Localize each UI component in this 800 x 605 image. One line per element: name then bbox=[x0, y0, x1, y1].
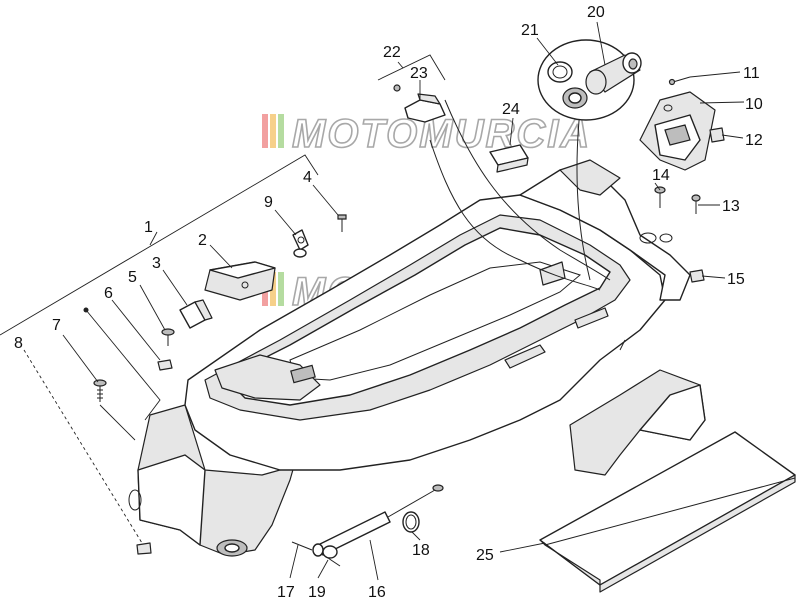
callout-11: 11 bbox=[743, 65, 760, 82]
part-12-clip bbox=[709, 127, 725, 143]
callout-25: 25 bbox=[476, 547, 494, 564]
part-2-bracket bbox=[204, 261, 276, 301]
wire-harness bbox=[429, 139, 601, 291]
wire-harness-3 bbox=[576, 109, 591, 281]
callout-16: 16 bbox=[368, 584, 386, 600]
callout-5: 5 bbox=[128, 269, 137, 286]
callout-10: 10 bbox=[745, 96, 763, 113]
callout-6: 6 bbox=[104, 285, 113, 302]
callout-7: 7 bbox=[52, 317, 61, 334]
part-18-ring bbox=[402, 511, 420, 533]
part-4-screw bbox=[337, 214, 347, 232]
part-24-clip bbox=[489, 144, 529, 173]
part-8-clip bbox=[136, 542, 152, 555]
callout-13: 13 bbox=[722, 198, 740, 215]
callout-9: 9 bbox=[264, 194, 273, 211]
watermark-text: MOTOMURCIA bbox=[292, 112, 591, 156]
callout-4: 4 bbox=[303, 169, 312, 186]
part-17-pin bbox=[291, 541, 313, 551]
part-7-screw bbox=[93, 379, 107, 402]
part-14-screw bbox=[654, 186, 666, 208]
part-20-21-power-socket bbox=[537, 39, 642, 121]
part-15-clip bbox=[689, 269, 705, 283]
part-16-gas-strut bbox=[312, 484, 444, 557]
helmet-compartment bbox=[128, 159, 706, 557]
part-6-clip bbox=[157, 359, 173, 371]
part-10-cover bbox=[639, 91, 716, 171]
callout-17: 17 bbox=[277, 584, 295, 600]
callout-21: 21 bbox=[521, 22, 539, 39]
callout-12: 12 bbox=[745, 132, 763, 149]
callout-8: 8 bbox=[14, 335, 23, 352]
part-22-23-connector bbox=[393, 84, 446, 123]
callout-2: 2 bbox=[198, 232, 207, 249]
callout-3: 3 bbox=[152, 255, 161, 272]
part-25-mat bbox=[539, 431, 796, 593]
watermark-top: MOTOMURCIA bbox=[262, 111, 591, 157]
callout-18: 18 bbox=[412, 542, 430, 559]
callout-23: 23 bbox=[410, 65, 428, 82]
part-3-pad bbox=[179, 299, 213, 329]
part-19-clip bbox=[322, 545, 341, 567]
callout-20: 20 bbox=[587, 4, 605, 21]
callout-22: 22 bbox=[383, 44, 401, 61]
part-11-screw bbox=[668, 76, 691, 86]
callout-1: 1 bbox=[144, 219, 153, 236]
part-5-screw bbox=[161, 328, 175, 346]
callout-15: 15 bbox=[727, 271, 745, 288]
leader-lines bbox=[0, 21, 745, 581]
callout-14: 14 bbox=[652, 167, 670, 184]
wire-harness-2 bbox=[444, 99, 611, 281]
part-9-cable-clip bbox=[292, 229, 309, 258]
part-13-screw bbox=[691, 194, 701, 214]
callout-24: 24 bbox=[502, 101, 520, 118]
callout-19: 19 bbox=[308, 584, 326, 600]
callout-labels: 1 2 3 4 5 6 7 8 9 10 11 12 13 14 15 16 1… bbox=[14, 4, 763, 601]
